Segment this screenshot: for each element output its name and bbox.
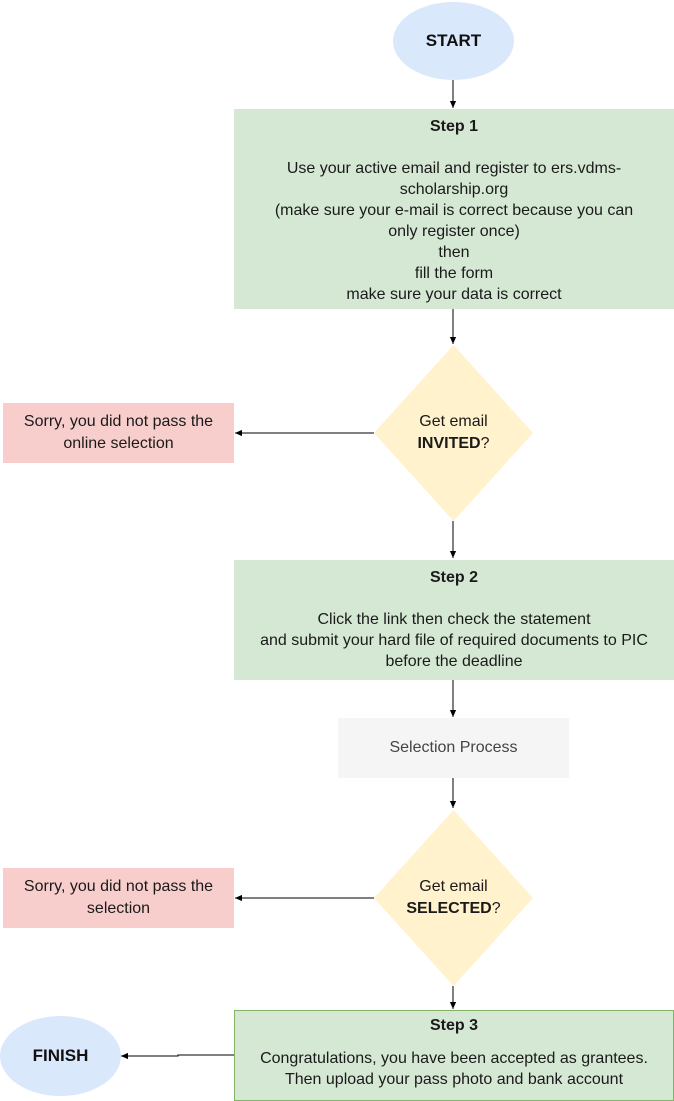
decision1-diamond: Get email INVITED? [374,345,533,521]
fail1-line: Sorry, you did not pass the [23,413,214,430]
decision2-label: Get email SELECTED? [374,810,533,986]
step1-line: Use your active email and register to er… [286,160,622,177]
step1-title: Step 1 [429,118,478,135]
selection-process-box: Selection Process [338,718,569,778]
step2-box: Step 2 Click the link then check the sta… [234,560,674,680]
step3-line: Congratulations, you have been accepted … [260,1050,648,1067]
edge-step3-to-finish [120,1052,234,1060]
decision2-diamond: Get email SELECTED? [374,810,533,986]
decision2-keyword: SELECTED [406,900,492,917]
step1-line: fill the form [414,265,494,282]
decision2-prefix: Get email [419,878,488,895]
decision1-keyword: INVITED [417,435,481,452]
fail2-box: Sorry, you did not pass the selection [3,868,234,928]
start-label: START [425,31,482,50]
step2-line: Click the link then check the statement [317,611,591,628]
finish-label: FINISH [32,1046,89,1065]
start-node: START [393,2,514,80]
fail1-box: Sorry, you did not pass the online selec… [3,403,234,463]
step1-line: only register once) [388,223,520,240]
decision1-label: Get email INVITED? [374,345,533,521]
step3-box: Step 3 Congratulations, you have been ac… [234,1010,674,1101]
fail2-line: Sorry, you did not pass the [23,878,214,895]
step1-box: Step 1 Use your active email and registe… [234,109,674,309]
decision1-prefix: Get email [419,413,488,430]
step3-title: Step 3 [429,1017,478,1034]
decision1-suffix: ? [480,435,490,452]
fail1-line: online selection [63,435,174,452]
step3-line: Then upload your pass photo and bank acc… [284,1071,624,1088]
step2-line: and submit your hard file of required do… [260,632,648,649]
step1-line: scholarship.org [399,181,509,198]
fail2-line: selection [86,900,151,917]
step1-line: make sure your data is correct [346,286,562,303]
step2-title: Step 2 [429,569,478,586]
step2-line: before the deadline [385,653,523,670]
step1-line: (make sure your e-mail is correct becaus… [274,202,634,219]
decision2-suffix: ? [491,900,501,917]
step1-line: then [438,244,470,261]
process-label: Selection Process [389,739,518,756]
finish-node: FINISH [0,1016,121,1096]
